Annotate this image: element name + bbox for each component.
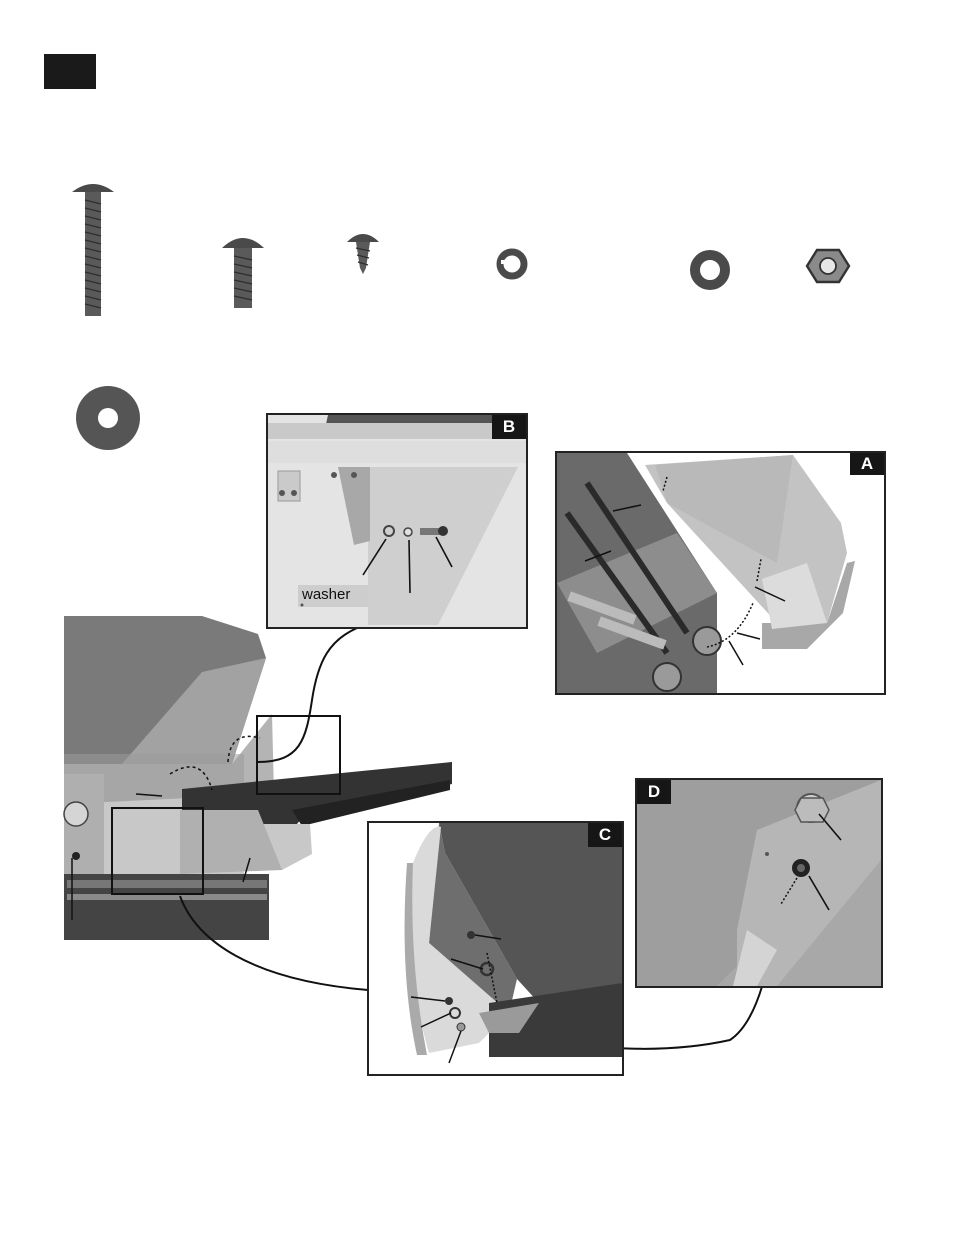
detail-d-panel: D <box>635 778 883 988</box>
detail-b-panel: B washer <box>266 413 528 629</box>
detail-c-panel: C <box>367 821 624 1076</box>
detail-label-a: A <box>850 453 884 475</box>
detail-a-panel: A <box>555 451 886 695</box>
detail-c-drawing <box>369 823 622 1074</box>
detail-a-drawing <box>557 453 884 693</box>
detail-d-drawing <box>637 780 881 986</box>
washer-label: washer <box>302 586 350 603</box>
detail-label-c: C <box>588 823 622 847</box>
detail-label-b: B <box>492 415 526 439</box>
detail-label-d: D <box>637 780 671 804</box>
